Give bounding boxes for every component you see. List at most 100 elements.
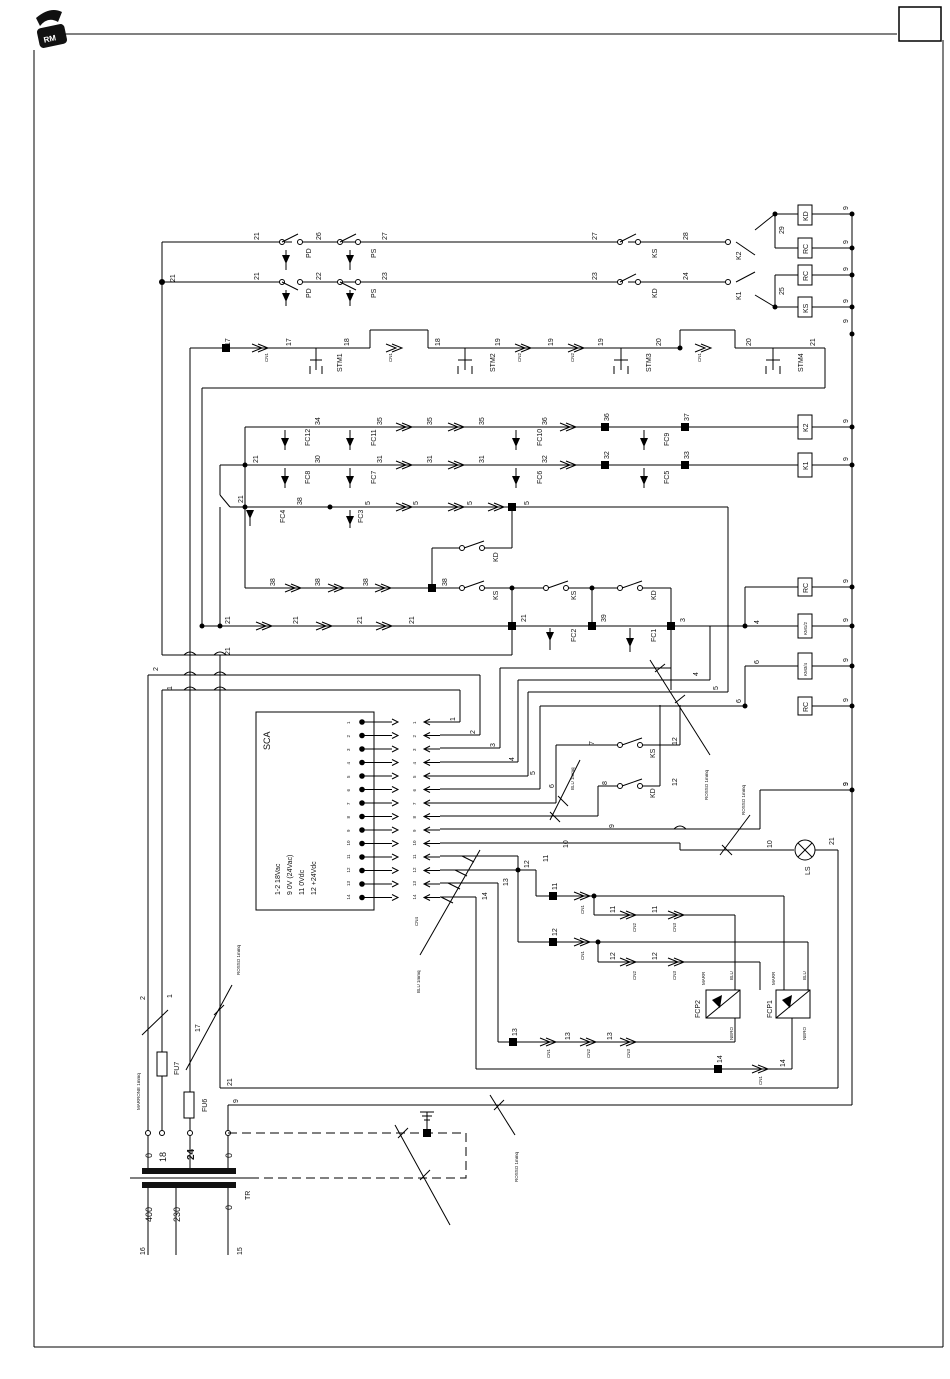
tap-label: 18 bbox=[158, 1152, 168, 1162]
terminal bbox=[549, 938, 557, 946]
page-frame bbox=[33, 6, 944, 1348]
page-number-box bbox=[898, 6, 942, 42]
proximity-sensors: FCP2 MARR BLU NERO FCP1 MARR BLU NERO 11… bbox=[476, 867, 811, 1085]
wire-label: 24 bbox=[683, 272, 690, 280]
wire-label: 17 bbox=[286, 338, 293, 346]
sca-pin-label: 5 bbox=[412, 775, 417, 778]
terminal bbox=[428, 584, 436, 592]
neutral-label: 9 bbox=[843, 457, 850, 461]
connector-label: CN1 bbox=[264, 353, 269, 362]
device-label: FC8 bbox=[305, 471, 312, 484]
wire-label: 21 bbox=[293, 616, 300, 624]
terminal bbox=[681, 461, 689, 469]
wire-label: 9 bbox=[233, 1099, 240, 1103]
sca-plug bbox=[362, 799, 440, 807]
wire-label: 21 bbox=[253, 455, 260, 463]
wire-label: 13 bbox=[512, 1028, 519, 1036]
neutral-label: 9 bbox=[843, 267, 850, 271]
terminal bbox=[423, 1129, 431, 1137]
cable-note: ROSSO 1mmq bbox=[236, 944, 241, 975]
wire-label: 21 bbox=[170, 274, 177, 282]
sca-pin-label: 3 bbox=[346, 748, 351, 751]
wire-label: 31 bbox=[479, 455, 486, 463]
wire-label: 5 bbox=[365, 501, 372, 505]
device-label: STM4 bbox=[798, 353, 805, 372]
wire-label: 36 bbox=[542, 417, 549, 425]
sca-pin-label: 1 bbox=[412, 721, 417, 724]
device-label: PD bbox=[306, 288, 313, 298]
wire-label: 35 bbox=[427, 417, 434, 425]
wire-label: 14 bbox=[482, 892, 489, 900]
tap-label: 0 bbox=[224, 1153, 234, 1158]
fuse-fu6 bbox=[183, 1091, 195, 1119]
wire-label: 21 bbox=[409, 616, 416, 624]
device-label: KS bbox=[571, 590, 578, 600]
sca-title: SCA bbox=[262, 731, 272, 750]
sca-wiring: 2 1 21 KS KD bbox=[147, 626, 852, 1133]
wire-label: 11 bbox=[552, 883, 559, 890]
device-label: STM1 bbox=[337, 353, 344, 372]
tap-label: 400 bbox=[144, 1207, 154, 1222]
wire-colour: NERO bbox=[802, 1026, 807, 1040]
wire-label: 12 bbox=[672, 737, 679, 745]
coil-rc bbox=[797, 696, 813, 716]
wire-label: 16 bbox=[140, 1247, 147, 1255]
sca-pin-label: 11 bbox=[346, 854, 351, 859]
device-label: KD bbox=[651, 590, 658, 600]
sensor-label: FCP2 bbox=[695, 1000, 702, 1018]
sca-terminal-block: SCA 1-2 18Vac 9 0V (24Vac) 11 0Vdc 12 +2… bbox=[255, 711, 440, 926]
wire-label: 19 bbox=[548, 338, 555, 346]
top-contacts: 21 26 27 27 28 21 22 23 23 24 21 PD PS K… bbox=[159, 204, 852, 655]
wire-label: 5 bbox=[467, 501, 474, 505]
coil-rc bbox=[797, 577, 813, 597]
wire-label: 27 bbox=[592, 232, 599, 240]
tap-label: 24 bbox=[186, 1148, 197, 1160]
wire-label: 38 bbox=[315, 578, 322, 586]
wire-label: 21 bbox=[810, 338, 817, 346]
wire-label: 39 bbox=[601, 614, 608, 622]
connector-label: CN1 bbox=[758, 1076, 763, 1085]
sca-plug bbox=[362, 759, 440, 766]
lamp-label: LS bbox=[805, 866, 812, 875]
sca-plug bbox=[362, 745, 440, 753]
wire-label: 10 bbox=[563, 840, 570, 848]
sca-pin-label: 10 bbox=[412, 840, 417, 846]
device-label: FC2 bbox=[571, 629, 578, 642]
wire-label: 32 bbox=[604, 451, 611, 459]
terminal bbox=[681, 423, 689, 431]
sca-pin-label: 14 bbox=[346, 894, 351, 900]
wire-label: 5 bbox=[713, 686, 720, 690]
coil-kd bbox=[797, 204, 813, 226]
sca-pin-label: 4 bbox=[346, 762, 351, 765]
sca-pin-label: 9 bbox=[412, 829, 417, 832]
device-label: FC12 bbox=[305, 429, 312, 446]
wire-label: 21 bbox=[225, 647, 232, 655]
coil-label: RC bbox=[803, 702, 810, 712]
wire-label: 12 bbox=[672, 778, 679, 786]
wire-label: 8 bbox=[602, 781, 609, 785]
transformer-label: TR bbox=[245, 1191, 252, 1200]
device-label: KS bbox=[652, 248, 659, 258]
wire-label: 38 bbox=[297, 497, 304, 505]
sca-legend: 12 +24Vdc bbox=[311, 861, 318, 895]
wire-label: 35 bbox=[479, 417, 486, 425]
device-label: FC5 bbox=[664, 471, 671, 484]
sca-pin-label: 10 bbox=[346, 840, 351, 846]
wire-label: 21 bbox=[254, 232, 261, 240]
wire-colour: BLU bbox=[729, 971, 734, 980]
coil-label: RC bbox=[803, 583, 810, 593]
wire-label: 13 bbox=[607, 1032, 614, 1040]
coil-label: K1 bbox=[803, 461, 810, 470]
wire-label: 10 bbox=[767, 840, 774, 848]
wire-label: 21 bbox=[227, 1078, 234, 1086]
coil-k1 bbox=[797, 452, 813, 478]
stop-button-stm3: STM3 bbox=[613, 347, 653, 374]
fuse-label: FU6 bbox=[202, 1099, 209, 1112]
wire-label: 21 bbox=[357, 616, 364, 624]
connector-label: CN1 bbox=[580, 951, 585, 960]
wire-label: 30 bbox=[315, 455, 322, 463]
coil-label: KM3/4 bbox=[803, 662, 808, 676]
coil-label: KM1/2 bbox=[803, 621, 808, 635]
wire-label: 3 bbox=[680, 618, 687, 622]
